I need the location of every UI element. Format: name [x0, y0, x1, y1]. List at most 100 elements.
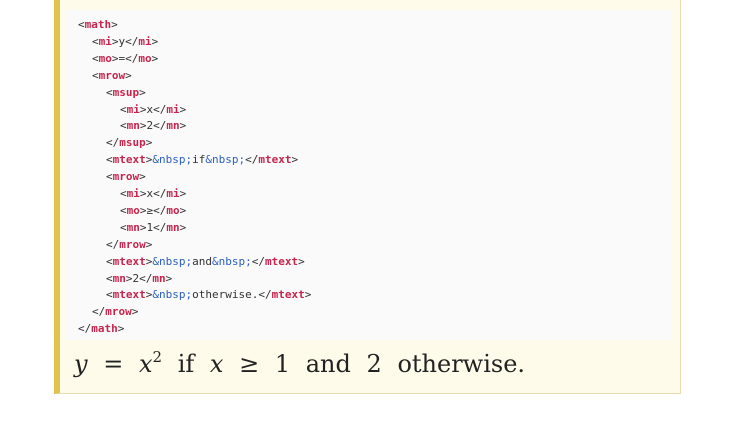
code-tag-name: mn [152, 271, 166, 285]
code-text: </ [251, 254, 265, 268]
code-text: >≥</ [139, 203, 167, 217]
code-entity: &nbsp; [152, 288, 193, 302]
code-text: > [165, 271, 173, 285]
text-and: and [305, 350, 351, 378]
op-geq: ≥ [239, 350, 260, 378]
var-x-condition: x [209, 350, 224, 378]
code-tag-name: mi [98, 34, 112, 48]
code-tag-name: mrow [119, 237, 146, 251]
code-text: < [92, 68, 99, 82]
code-line: <mtext>&nbsp;if&nbsp;</mtext> [106, 151, 298, 168]
code-line: </math> [78, 320, 124, 337]
code-tag-name: mn [166, 119, 180, 133]
code-text: > [139, 85, 146, 99]
num-two: 2 [366, 350, 382, 378]
code-text: > [111, 18, 118, 31]
code-tag-name: mtext [258, 153, 292, 167]
code-tag-name: mrow [112, 170, 140, 184]
code-tag-name: mtext [271, 288, 305, 302]
code-line: <mn>1</mn> [120, 219, 186, 236]
code-text: > [139, 170, 146, 184]
code-tag-name: mi [138, 34, 152, 48]
code-text: < [106, 85, 113, 99]
code-text: < [106, 153, 113, 167]
code-line: <mrow> [92, 67, 132, 84]
code-entity: &nbsp; [212, 254, 252, 268]
code-tag-name: mn [126, 119, 140, 133]
code-text: </ [78, 322, 92, 336]
code-tag-name: math [91, 322, 118, 336]
code-text: > [151, 51, 159, 65]
code-line: <mo>≥</mo> [120, 202, 186, 219]
op-equals: = [103, 350, 124, 378]
code-line: <mi>x</mi> [120, 101, 186, 118]
code-text: </ [106, 237, 120, 251]
code-text: > [145, 136, 153, 150]
code-line: <mi>x</mi> [120, 185, 186, 202]
code-text: > [145, 288, 153, 302]
code-text: > [125, 68, 132, 82]
code-text: > [117, 322, 125, 336]
code-text: > [131, 305, 139, 319]
exponent: 2 [152, 348, 163, 366]
rendered-formula: y = x2 if x ≥ 1 and 2 otherwise. [74, 348, 526, 379]
code-text: >2</ [125, 271, 153, 285]
code-text: >=</ [111, 51, 139, 65]
var-x: x [138, 350, 153, 378]
var-y: y [74, 350, 88, 378]
num-one: 1 [274, 350, 291, 378]
code-line: </mrow> [92, 303, 138, 320]
code-text: < [120, 102, 127, 116]
code-text: < [120, 220, 127, 234]
code-text: < [120, 187, 127, 200]
code-text: > [179, 102, 187, 116]
example-panel: <math><mi>y</mi><mo>=</mo><mrow><msup><m… [54, 0, 681, 394]
code-line: <mo>=</mo> [92, 50, 158, 67]
code-text: otherwise.</ [192, 288, 272, 302]
code-text: > [145, 237, 153, 251]
code-tag-name: msup [112, 85, 140, 99]
code-line: <math> [78, 16, 118, 33]
code-text: >y</ [111, 34, 139, 48]
code-tag-name: mn [112, 271, 126, 285]
code-line: </mrow> [106, 236, 152, 253]
code-tag-name: mi [126, 187, 140, 200]
code-text: and [192, 254, 212, 268]
code-tag-name: mrow [98, 68, 126, 82]
code-text: >1</ [139, 220, 167, 234]
code-text: < [106, 170, 113, 184]
code-tag-name: mi [166, 102, 180, 116]
code-tag-name: mtext [112, 153, 146, 167]
code-line: <mtext>&nbsp;and&nbsp;</mtext> [106, 253, 305, 270]
code-text: > [179, 187, 187, 200]
code-text: > [304, 288, 312, 302]
code-tag-name: mi [126, 102, 140, 116]
code-text: < [106, 254, 113, 268]
code-line: <mrow> [106, 168, 146, 185]
code-text: > [291, 153, 299, 167]
code-text: > [145, 254, 153, 268]
code-text: < [106, 271, 113, 285]
code-tag-name: mo [138, 51, 152, 65]
code-tag-name: msup [119, 136, 146, 150]
code-tag-name: mtext [112, 254, 146, 268]
code-text: > [179, 203, 187, 217]
code-entity: &nbsp; [152, 254, 193, 268]
code-tag-name: mtext [112, 288, 146, 302]
code-tag-name: math [84, 18, 112, 31]
code-text: > [179, 220, 187, 234]
code-text: < [120, 119, 127, 133]
code-text: </ [245, 153, 259, 167]
code-tag-name: mo [166, 203, 180, 217]
code-text: > [179, 119, 187, 133]
code-tag-name: mi [166, 187, 180, 200]
code-tag-name: mrow [105, 305, 132, 319]
code-line: <mi>y</mi> [92, 33, 158, 50]
code-tag-name: mo [98, 51, 112, 65]
code-text: < [78, 18, 85, 31]
text-otherwise: otherwise. [397, 350, 526, 378]
code-text: < [106, 288, 113, 302]
code-tag-name: mo [126, 203, 140, 217]
code-text: </ [92, 305, 106, 319]
code-text: > [298, 254, 305, 268]
